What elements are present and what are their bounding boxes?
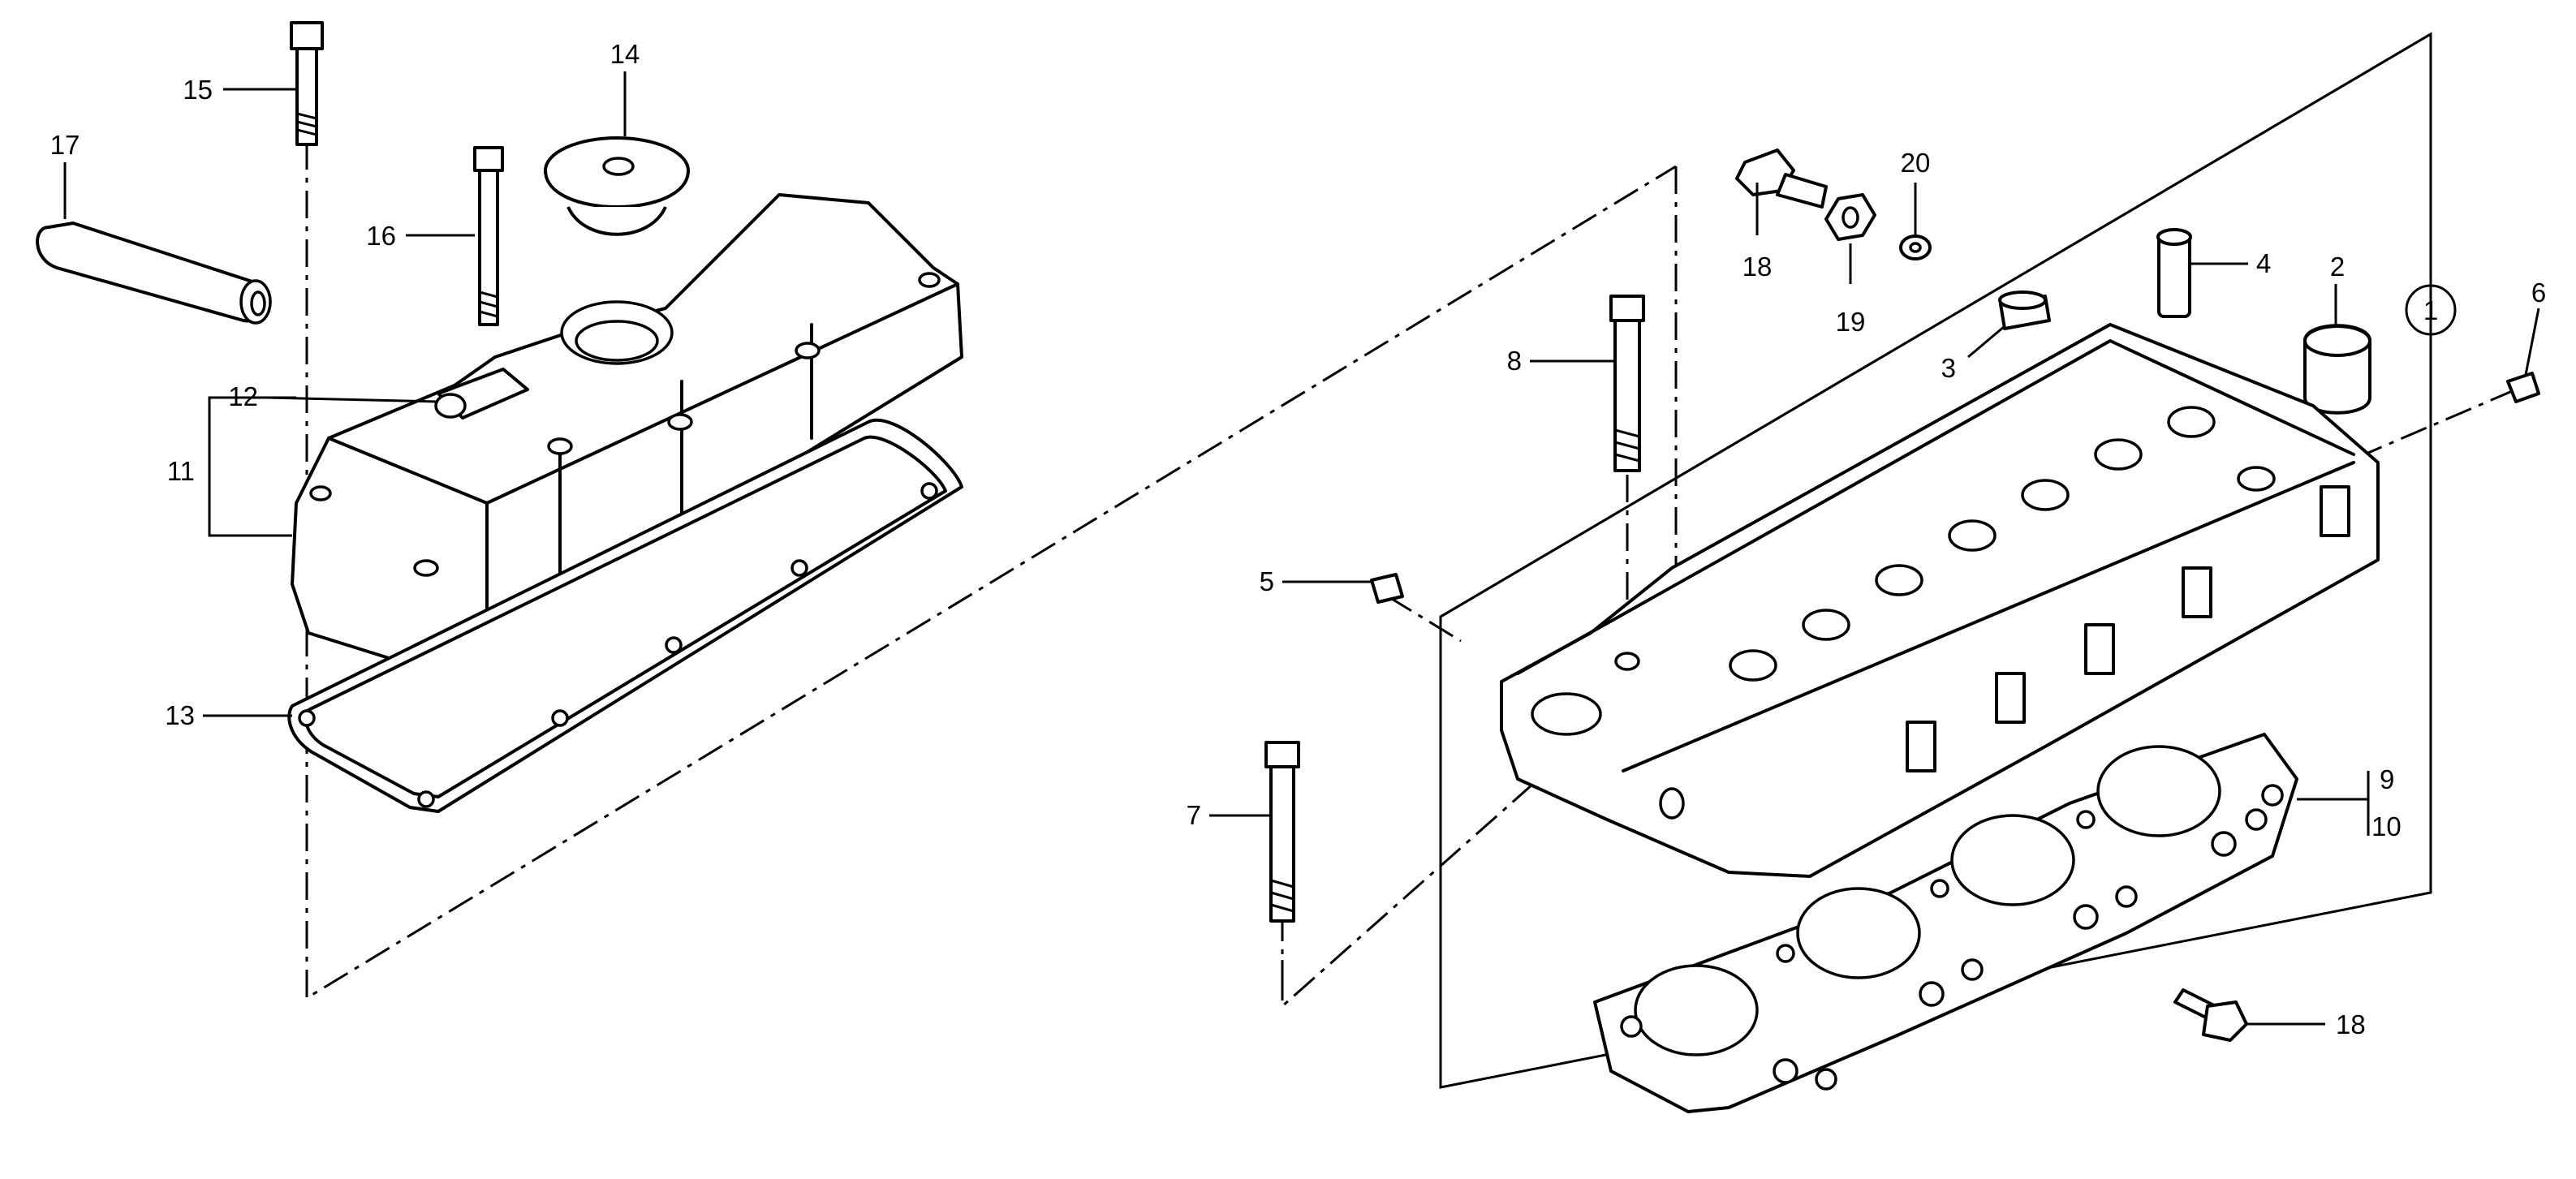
callout-7: 7 [1187, 800, 1201, 830]
cylinder-head-1 [1500, 323, 2380, 878]
bolt-15 [290, 21, 324, 146]
callout-18-upper: 18 [1742, 252, 1773, 282]
callout-18-lower: 18 [2336, 1009, 2366, 1039]
plug-2 [2303, 324, 2371, 415]
head-bolt-8 [1609, 295, 1645, 472]
callout-5: 5 [1260, 566, 1274, 596]
callout-19: 19 [1836, 307, 1866, 337]
hose-17 [36, 222, 272, 325]
callout-15: 15 [183, 75, 213, 105]
head-gasket-9-10 [1593, 733, 2298, 1113]
head-bolt-7 [1264, 741, 1300, 923]
callout-13: 13 [165, 700, 195, 730]
callout-20: 20 [1901, 148, 1931, 178]
bolt-18-upper [1735, 148, 1828, 209]
callout-2: 2 [2330, 252, 2345, 282]
leader-lines [63, 71, 2540, 1026]
callout-16: 16 [366, 221, 396, 251]
nut-19 [1824, 193, 1876, 241]
washer-20 [1899, 235, 1932, 260]
assembly-boundary-frame [1439, 32, 2432, 1089]
callout-4: 4 [2256, 248, 2271, 278]
callout-6: 6 [2531, 278, 2546, 308]
callout-10: 10 [2371, 811, 2402, 841]
callout-3: 3 [1941, 353, 1956, 383]
filler-cap-14 [544, 136, 690, 236]
callout-14: 14 [610, 39, 640, 69]
cup-3 [1998, 290, 2051, 330]
plug-5 [1370, 573, 1404, 604]
bolt-18-lower [2173, 988, 2248, 1042]
bolt-16 [473, 146, 504, 326]
callout-11: 11 [167, 456, 195, 486]
valve-guide-4 [2156, 228, 2192, 318]
gasket-13 [287, 418, 963, 813]
callout-12: 12 [228, 381, 258, 411]
plug-6 [2506, 372, 2540, 403]
callout-17: 17 [50, 130, 80, 160]
breather-12 [434, 368, 529, 420]
callout-8: 8 [1507, 346, 1522, 376]
callout-1: 1 [2423, 295, 2438, 325]
callout-9: 9 [2380, 764, 2394, 794]
callout-circle-1 [2405, 284, 2457, 336]
